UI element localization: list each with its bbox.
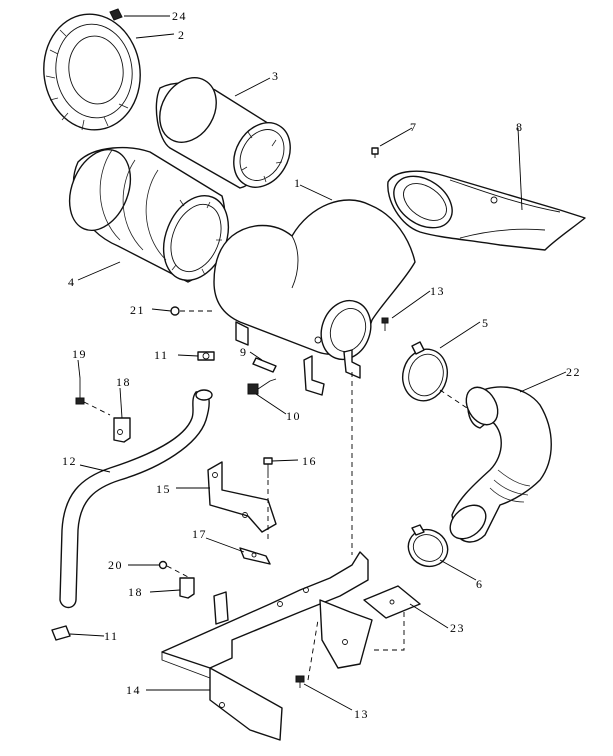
end-cover (43, 8, 141, 131)
callout-2: 2 (178, 28, 186, 42)
callout-4: 4 (68, 275, 76, 289)
plate-17 (239, 547, 271, 565)
callout-21: 21 (130, 303, 145, 317)
callout-18-lower: 18 (128, 585, 143, 599)
mounting-frame-14 (161, 551, 373, 741)
callout-10: 10 (286, 409, 301, 423)
callout-19: 19 (72, 347, 87, 361)
clip-11-lower (51, 625, 71, 641)
nut-20 (158, 560, 191, 579)
callout-13-upper: 13 (430, 284, 445, 298)
bracket-18-upper (113, 417, 131, 443)
callout-6: 6 (476, 577, 484, 591)
callout-14: 14 (126, 683, 141, 697)
secondary-filter (155, 77, 291, 189)
callout-5: 5 (482, 316, 490, 330)
bolt-13-upper (381, 317, 389, 331)
plate-23 (363, 585, 421, 619)
elbow-hose-22 (449, 386, 552, 543)
callout-22: 22 (566, 365, 581, 379)
drain-tube-12 (59, 389, 213, 609)
callout-12: 12 (62, 454, 77, 468)
callout-16: 16 (302, 454, 317, 468)
callout-9: 9 (240, 345, 248, 359)
callout-24: 24 (172, 9, 187, 23)
hose-clamp-5 (402, 341, 448, 402)
bolt-13-lower (295, 675, 305, 688)
callout-23: 23 (450, 621, 465, 635)
callout-20: 20 (108, 558, 123, 572)
nut-21 (170, 306, 214, 316)
callout-15: 15 (156, 482, 171, 496)
callout-7: 7 (410, 120, 418, 134)
screw-7 (371, 147, 379, 158)
bolt-19 (75, 378, 111, 416)
callout-18-upper: 18 (116, 375, 131, 389)
callout-1: 1 (294, 176, 302, 190)
callout-17: 17 (192, 527, 207, 541)
hose-clamp-6 (407, 524, 449, 568)
bolt-16 (263, 457, 273, 478)
leader-lines (69, 15, 567, 711)
air-cleaner-housing (213, 199, 416, 396)
hose-dashed-line (439, 389, 471, 411)
callout-labels: 24 2 3 7 8 1 4 21 13 5 22 11 9 10 19 18 … (62, 9, 581, 721)
callout-11-lower: 11 (104, 629, 119, 643)
callout-3: 3 (272, 69, 280, 83)
vacuator-valve (247, 357, 277, 395)
inlet-hood (387, 170, 586, 251)
bracket-15 (207, 461, 277, 533)
callout-13-lower: 13 (354, 707, 369, 721)
assembly-dashed-lines (267, 372, 405, 681)
clip-11-upper (197, 351, 215, 361)
callout-8: 8 (516, 120, 524, 134)
bracket-18-lower (179, 577, 195, 599)
callout-11-upper: 11 (154, 348, 169, 362)
primary-filter (68, 146, 230, 283)
